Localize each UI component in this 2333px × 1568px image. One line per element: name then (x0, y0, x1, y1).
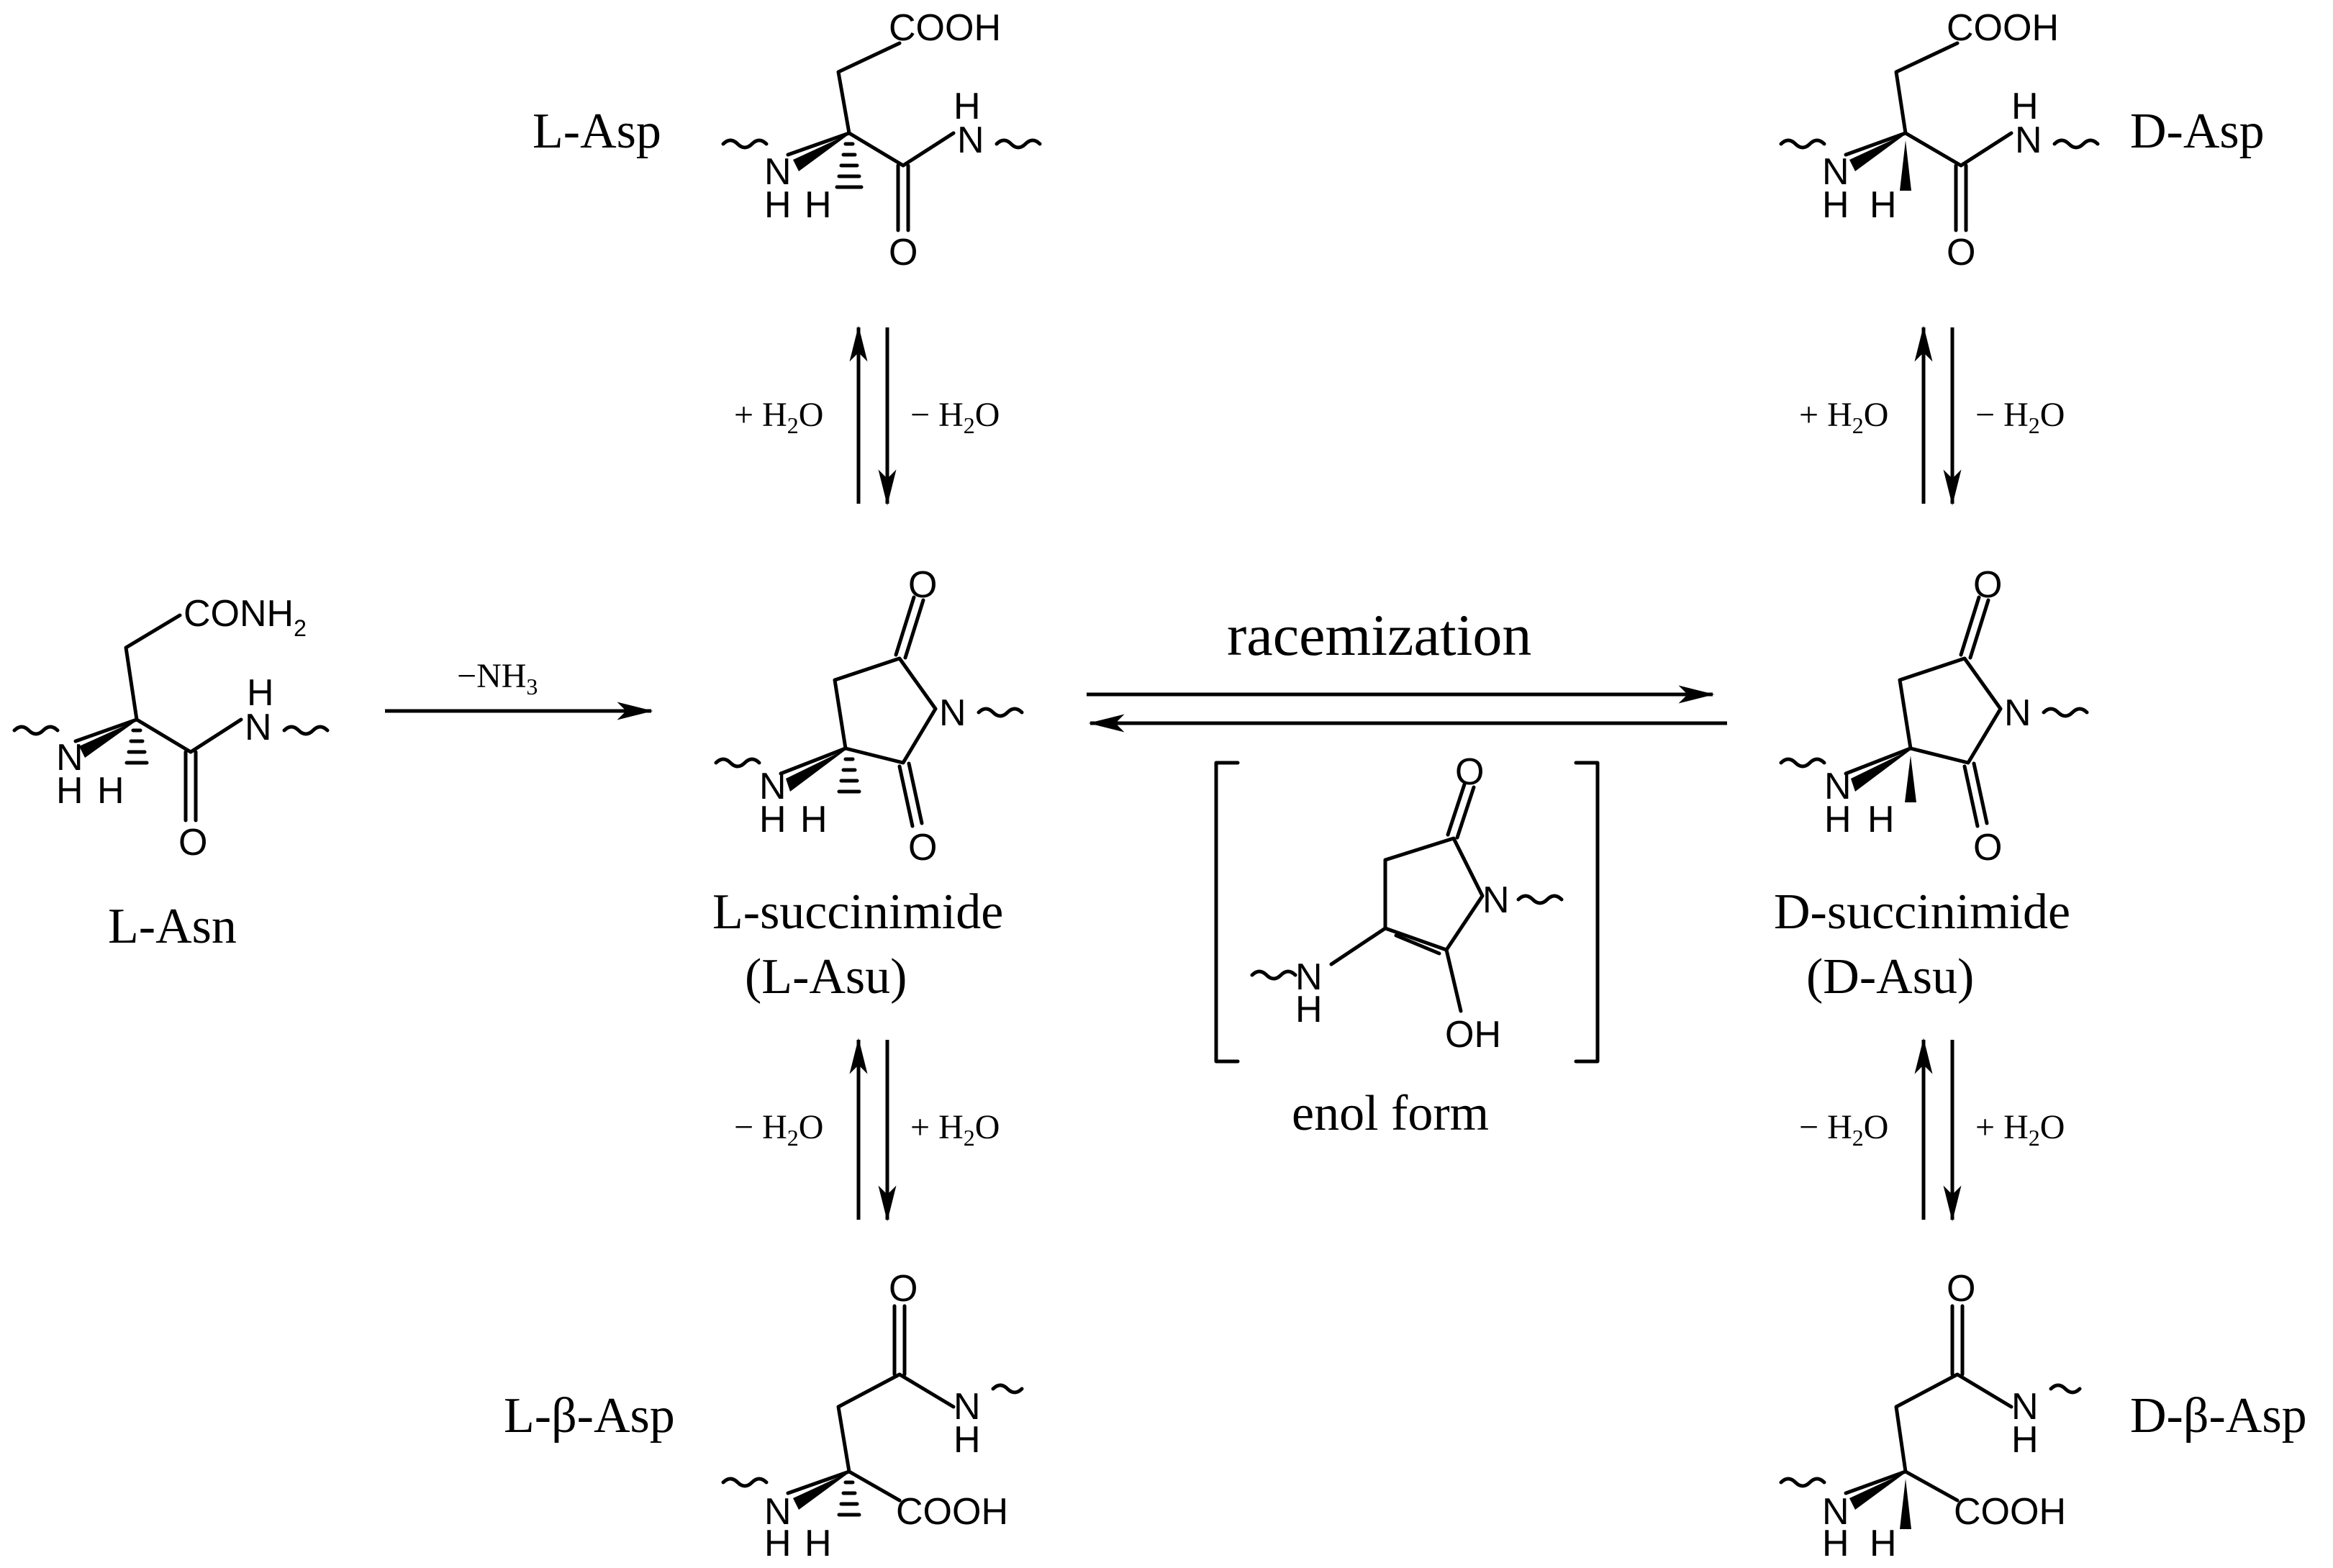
d-beta-asp-label: D-β-Asp (2130, 1388, 2307, 1444)
l-asp-hash-h (835, 142, 864, 189)
l-bottom-up-condition: − H2O (734, 1108, 823, 1151)
l-asn-carbonyl-o: O (178, 822, 207, 864)
d-top-up-condition: + H2O (1799, 396, 1888, 438)
l-asu-label-line2: (L-Asu) (745, 949, 907, 1005)
molecule-l-asn: L-Asn CONH2 N H H N H O (12, 593, 330, 954)
l-beta-asp-cooh: COOH (896, 1491, 1008, 1533)
l-asp-carbonyl-o: O (889, 232, 918, 273)
l-bottom-down-condition: + H2O (910, 1108, 1000, 1151)
d-beta-asp-amide-n: N (2011, 1386, 2039, 1428)
l-asp-amine-h: H (764, 184, 792, 226)
d-asu-alpha-h: H (1867, 799, 1895, 840)
l-beta-asp-amide-h: H (953, 1419, 981, 1461)
d-beta-asp-alpha-h: H (1870, 1523, 1897, 1564)
l-asp-amide-n: N (957, 119, 984, 161)
molecule-d-succinimide: O O N N H H D-succinimide (D-Asu) (1774, 564, 2089, 1005)
d-beta-asp-carbonyl-o: O (1947, 1268, 1975, 1310)
bracket-right (1574, 761, 1600, 1064)
l-asp-amide-h: H (953, 86, 981, 127)
l-asp-alpha-h: H (805, 184, 832, 226)
arrow-l-bottom-equilibrium: − H2O + H2O (734, 1038, 1000, 1222)
l-asn-amide-h: H (247, 672, 274, 714)
deamidation-condition: −NH3 (457, 657, 538, 699)
l-asu-amine-n: N (759, 766, 787, 807)
d-asp-alpha-h: H (1870, 184, 1897, 226)
arrow-l-top-equilibrium: + H2O − H2O (734, 325, 1000, 506)
arrow-deamidation: −NH3 (385, 657, 653, 720)
enol-label: enol form (1292, 1086, 1489, 1141)
d-asu-label-line2: (D-Asu) (1806, 949, 1974, 1005)
l-top-up-condition: + H2O (734, 396, 823, 438)
l-asp-wavy-left (721, 138, 769, 150)
l-asn-label: L-Asn (108, 899, 237, 954)
d-asp-amine-n: N (1822, 151, 1849, 193)
d-asu-amine-n: N (1824, 766, 1852, 807)
l-top-down-condition: − H2O (910, 396, 1000, 438)
l-asu-o-top: O (908, 564, 937, 606)
l-asu-ring-n: N (939, 692, 966, 734)
racemization-label: racemization (1227, 602, 1531, 668)
l-asp-label: L-Asp (533, 104, 661, 159)
l-asu-amine-h: H (759, 799, 787, 840)
d-asu-label-line1: D-succinimide (1774, 884, 2070, 940)
l-asp-cooh: COOH (889, 7, 1001, 49)
d-beta-asp-amide-h: H (2011, 1419, 2039, 1461)
enol-amine-n: N (1295, 956, 1323, 998)
l-asu-label-line1: L-succinimide (712, 884, 1003, 940)
d-asu-o-bottom: O (1973, 827, 2002, 869)
arrow-d-bottom-equilibrium: − H2O + H2O (1799, 1038, 2065, 1222)
l-asu-o-bottom: O (908, 827, 937, 869)
l-beta-asp-amine-h: H (764, 1523, 792, 1564)
l-asn-amine-n: N (56, 737, 83, 779)
arrow-d-top-equilibrium: + H2O − H2O (1799, 325, 2065, 506)
l-beta-asp-amide-n: N (953, 1386, 981, 1428)
enol-amine-h: H (1295, 989, 1323, 1030)
molecule-d-beta-asp: D-β-Asp O N H N H H COOH (1779, 1268, 2307, 1564)
d-asu-ring-n: N (2004, 692, 2031, 734)
d-asu-amine-h: H (1824, 799, 1852, 840)
d-beta-asp-cooh: COOH (1954, 1491, 2066, 1533)
enol-ring-n: N (1482, 879, 1510, 921)
d-asp-amide-h: H (2011, 86, 2039, 127)
d-beta-asp-amine-n: N (1822, 1491, 1849, 1533)
l-asn-side-chain: CONH2 (184, 593, 307, 641)
d-bottom-up-condition: − H2O (1799, 1108, 1888, 1151)
molecule-enol-intermediate: O N N H OH enol form (1214, 751, 1600, 1141)
l-beta-asp-alpha-h: H (805, 1523, 832, 1564)
d-asp-carbonyl-o: O (1947, 232, 1975, 273)
d-asu-o-top: O (1973, 564, 2002, 606)
bracket-left (1214, 761, 1240, 1064)
d-asp-amide-n: N (2015, 119, 2042, 161)
l-asn-amine-h: H (56, 770, 83, 812)
l-asn-alpha-h: H (97, 770, 124, 812)
molecule-d-asp: D-Asp COOH N H H N H O (1779, 7, 2265, 273)
molecule-l-asp: L-Asp COOH N H H N H O (533, 7, 1042, 273)
enol-oh: OH (1445, 1014, 1501, 1056)
molecule-l-beta-asp: L-β-Asp O N H N H H COOH (504, 1268, 1024, 1564)
molecule-l-succinimide: O O N N H H L-succinimide (L-Asu) (712, 564, 1024, 1005)
d-asp-cooh: COOH (1947, 7, 2059, 49)
l-beta-asp-amine-n: N (764, 1491, 792, 1533)
l-asu-alpha-h: H (800, 799, 828, 840)
d-bottom-down-condition: + H2O (1975, 1108, 2065, 1151)
l-asp-amine-n: N (764, 151, 792, 193)
l-asn-amide-n: N (245, 707, 272, 748)
arrow-racemization: racemization (1087, 602, 1727, 733)
d-asp-amine-h: H (1822, 184, 1849, 226)
d-beta-asp-amine-h: H (1822, 1523, 1849, 1564)
d-asp-label: D-Asp (2130, 104, 2265, 159)
enol-o-top: O (1455, 751, 1484, 793)
l-beta-asp-carbonyl-o: O (889, 1268, 918, 1310)
l-beta-asp-label: L-β-Asp (504, 1388, 675, 1444)
d-top-down-condition: − H2O (1975, 396, 2065, 438)
